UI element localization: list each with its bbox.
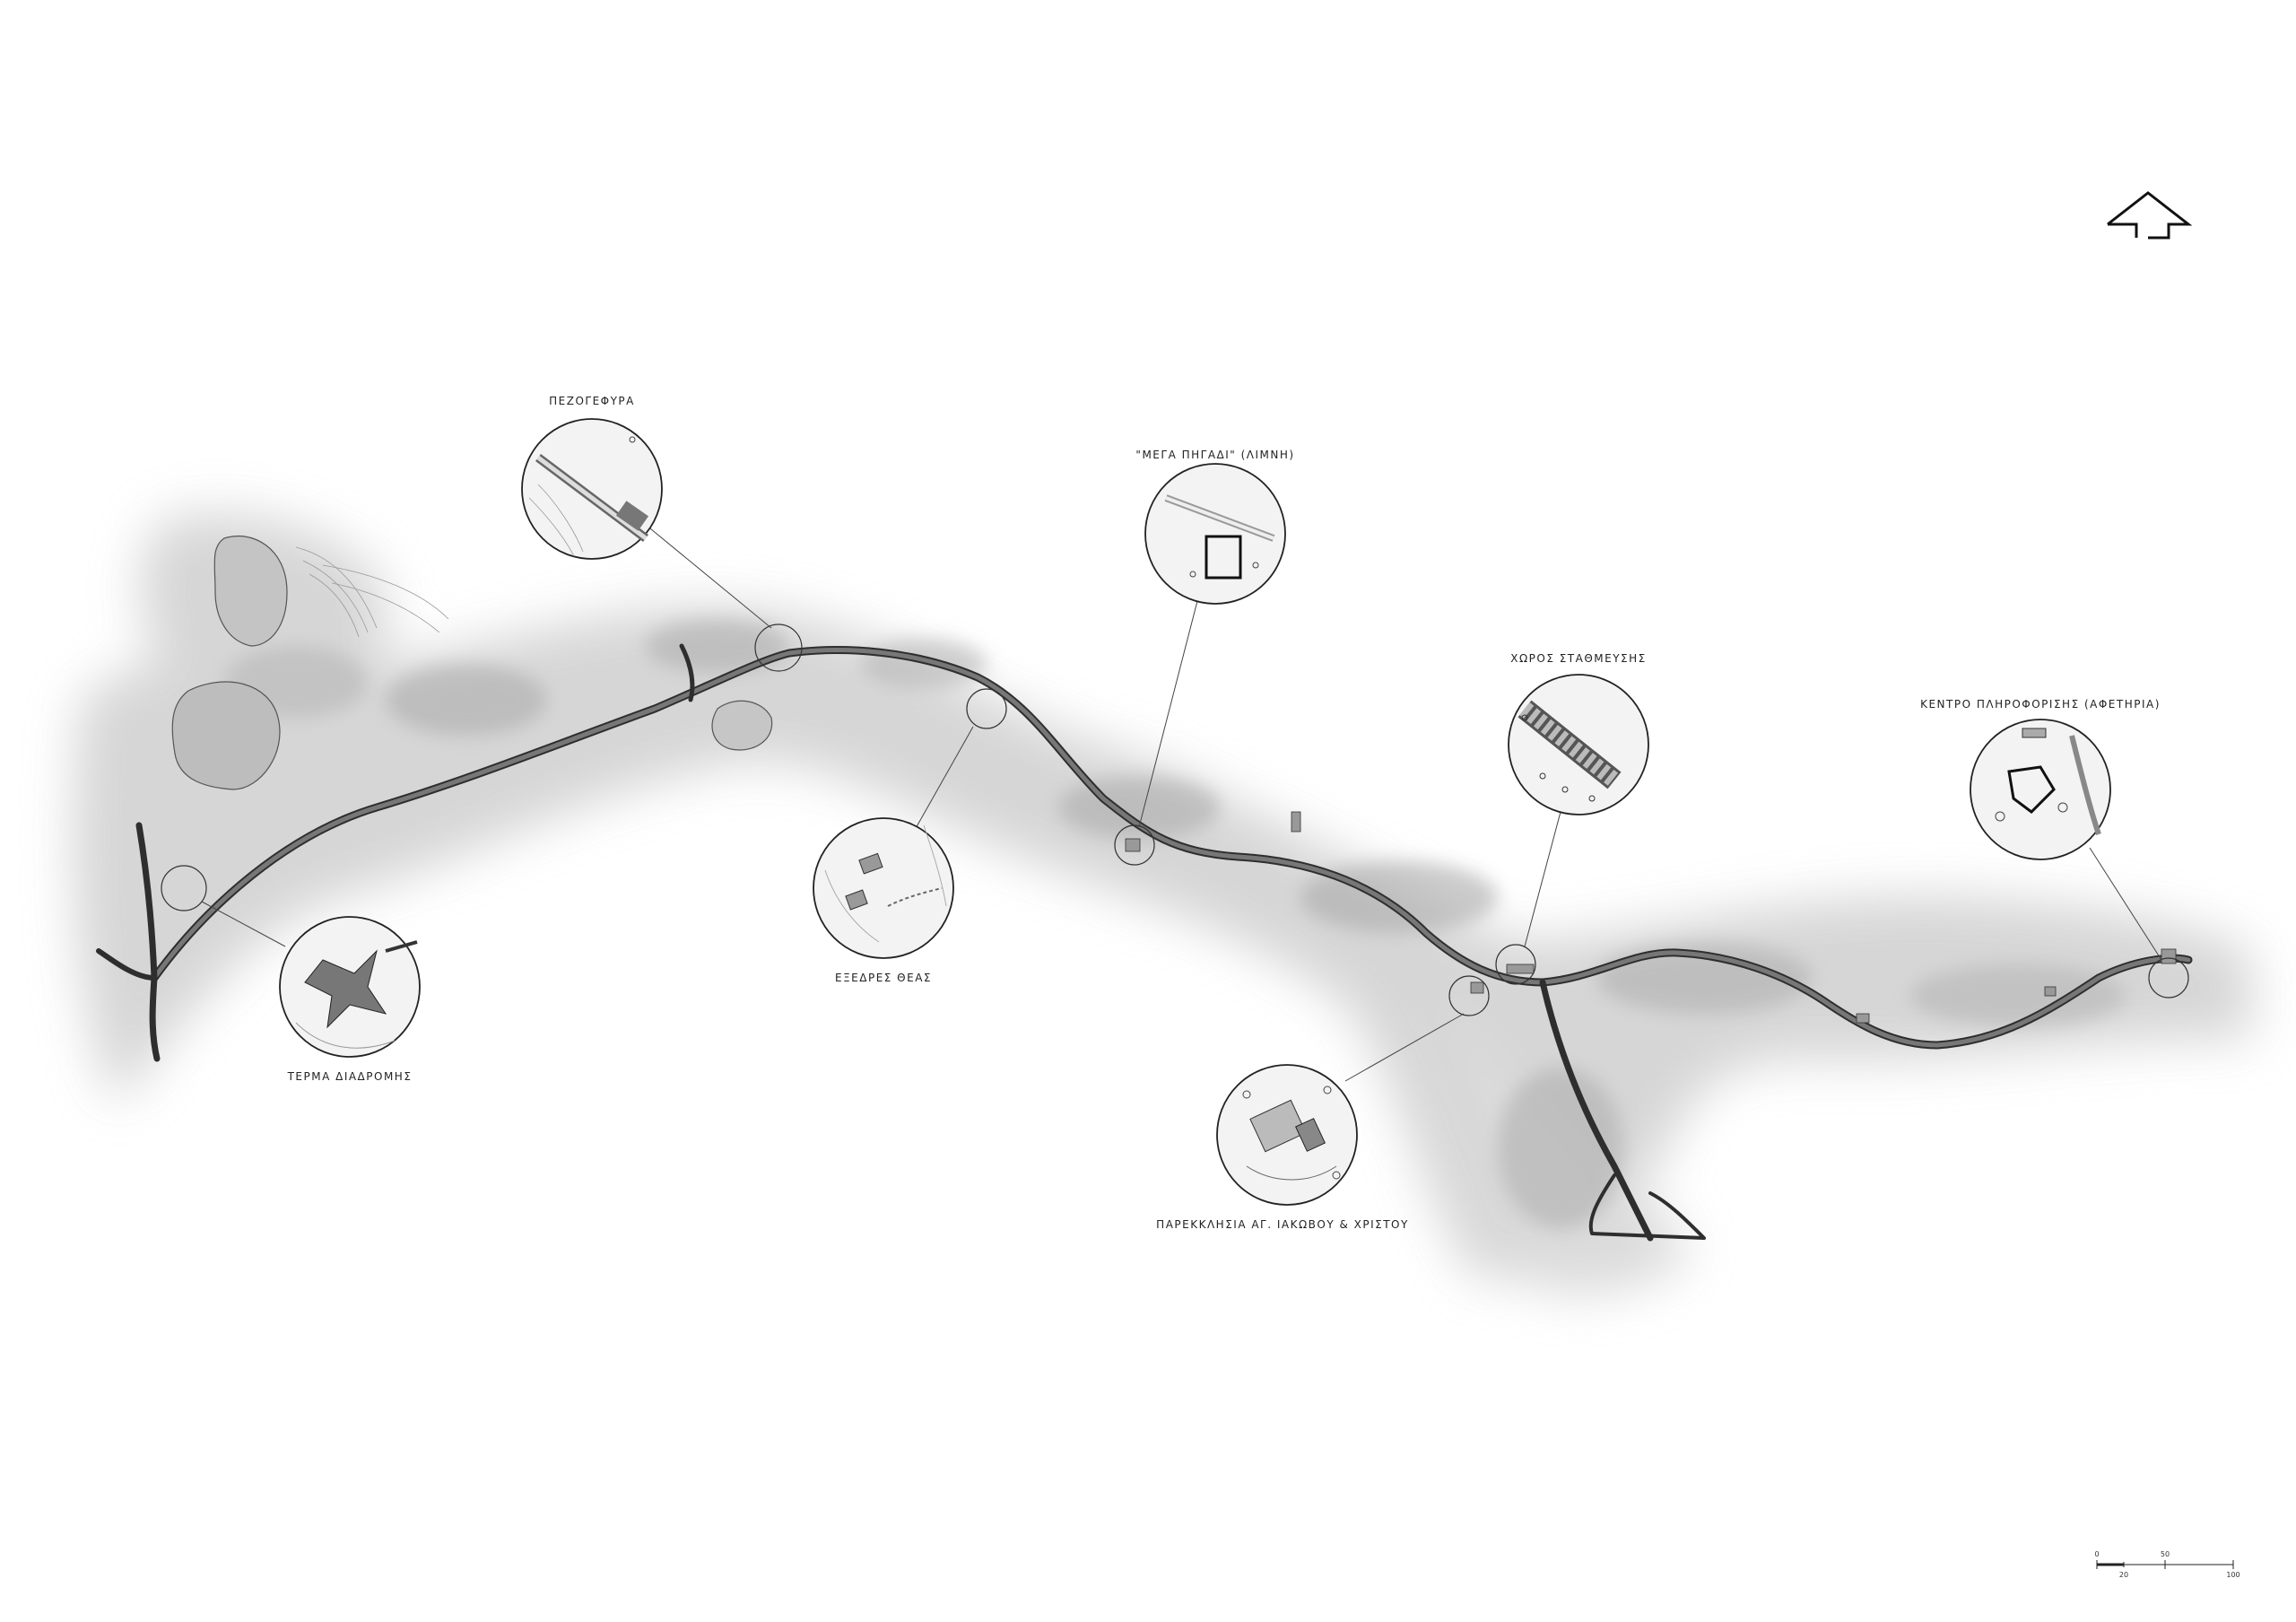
west-branch-road	[135, 822, 161, 1062]
north-arrow-icon	[2107, 191, 2193, 240]
terrain-halo	[74, 513, 2252, 1294]
scale-tick-50: 50	[2160, 1550, 2170, 1558]
building	[1470, 981, 1484, 994]
marker-stathmeusi	[1495, 944, 1536, 985]
building	[1125, 838, 1141, 852]
callout-kentro	[1970, 719, 2111, 860]
vegetation-patch	[386, 664, 547, 736]
upper-lake	[213, 535, 288, 647]
leader-lines	[201, 524, 2162, 1082]
marker-exedres	[966, 688, 1007, 729]
leader-stathmeusi	[1524, 811, 1561, 947]
vegetation-patch	[646, 619, 789, 673]
leader-mega-pigadi	[1138, 600, 1198, 828]
leader-terma	[201, 901, 286, 947]
building	[2044, 986, 2057, 997]
south-branch-road	[1539, 979, 1654, 1242]
main-road-surface	[152, 648, 2191, 1048]
vegetation-patch	[1498, 1068, 1623, 1229]
marker-parekklisia	[1448, 975, 1490, 1016]
building	[2161, 948, 2177, 964]
lower-lake	[171, 681, 281, 790]
road-network	[96, 643, 2193, 1242]
label-kentro: ΚΕΝΤΡΟ ΠΛΗΡΟΦΟΡΙΣΗΣ (ΑΦΕΤΗΡΙΑ)	[1920, 698, 2161, 711]
vegetation-patch	[1910, 964, 2126, 1027]
label-pezogefyra: ΠΕΖΟΓΕΦΥΡΑ	[549, 395, 635, 407]
label-mega-pigadi: "ΜΕΓΑ ΠΗΓΑΔΙ" (ΛΙΜΝΗ)	[1135, 449, 1295, 461]
west-spur-road	[96, 948, 157, 981]
callout-stathmeusi	[1508, 674, 1649, 815]
callout-mega-pigadi	[1144, 463, 1286, 605]
scale-tick-100: 100	[2226, 1571, 2240, 1579]
marker-kentro	[2148, 957, 2189, 998]
building	[1506, 964, 1535, 974]
south-loop-road	[1588, 1173, 1706, 1240]
vegetation-patch	[1596, 942, 1812, 1014]
label-parekklisia: ΠΑΡΕΚΚΛΗΣΙΑ ΑΓ. ΙΑΚΩΒΟΥ & ΧΡΙΣΤΟΥ	[1156, 1218, 1409, 1231]
scale-tick-0: 0	[2094, 1550, 2100, 1558]
scale-bar	[2096, 1560, 2234, 1569]
leader-parekklisia	[1344, 1013, 1465, 1082]
callout-circles	[279, 418, 2111, 1206]
callout-exedres	[813, 817, 954, 959]
leader-exedres	[914, 726, 974, 831]
marker-terma	[161, 865, 207, 911]
marker-pezogefyra	[754, 624, 803, 672]
marker-mega-pigadi	[1114, 824, 1155, 866]
building	[1856, 1013, 1870, 1024]
terrain-band	[74, 606, 2252, 1278]
detail-markers	[161, 624, 2189, 1016]
leader-kentro	[2089, 847, 2162, 961]
label-stathmeusi: ΧΩΡΟΣ ΣΤΑΘΜΕΥΣΗΣ	[1510, 652, 1647, 665]
leader-pezogefyra	[645, 524, 772, 629]
label-terma: ΤΕΡΜΑ ΔΙΑΔΡΟΜΗΣ	[287, 1070, 413, 1083]
pond	[711, 700, 773, 751]
callout-parekklisia	[1216, 1064, 1358, 1206]
label-exedres: ΕΞΕΔΡΕΣ ΘΕΑΣ	[835, 972, 932, 984]
callout-pezogefyra	[521, 418, 663, 560]
site-features	[1125, 811, 2177, 1024]
vegetation-patches	[224, 619, 2126, 1229]
north-spur-road	[679, 643, 695, 702]
callout-terma	[279, 916, 421, 1058]
contour-lines	[295, 546, 449, 638]
scale-tick-20: 20	[2118, 1571, 2129, 1579]
building	[1291, 811, 1301, 833]
lakes	[171, 535, 773, 790]
